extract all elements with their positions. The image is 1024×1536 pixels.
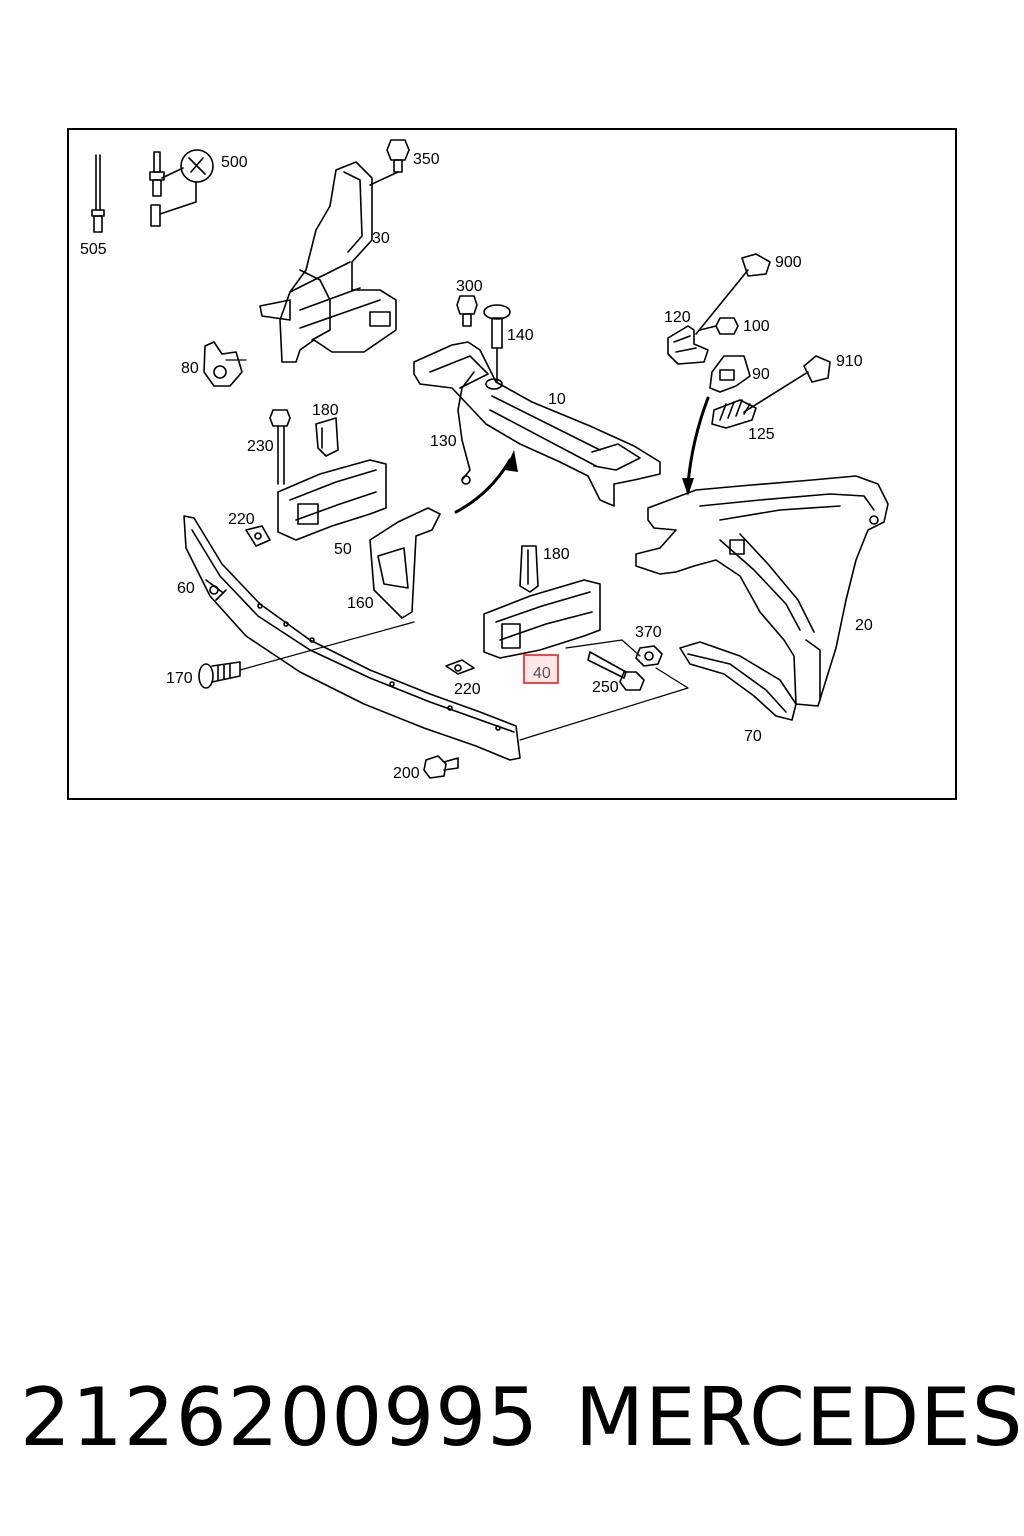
callout-20: 20 — [855, 617, 873, 634]
callout-140: 140 — [507, 327, 534, 344]
part-10-crossmember — [413, 341, 661, 507]
callout-180-lower: 180 — [543, 546, 570, 563]
part-140-bolt — [483, 304, 511, 383]
callout-50: 50 — [334, 541, 352, 558]
callout-90: 90 — [752, 366, 770, 383]
part-900-clip — [695, 253, 771, 335]
part-20-side-frame — [635, 475, 889, 707]
part-number: 2126200995 — [20, 1371, 539, 1464]
part-40-crash-box — [483, 579, 601, 659]
callout-910: 910 — [836, 353, 863, 370]
part-250-bolt — [587, 651, 645, 691]
callout-505: 505 — [80, 241, 107, 258]
arrow-to-crossmember — [454, 458, 512, 514]
part-200-bolt — [423, 755, 459, 779]
callout-180-upper: 180 — [312, 402, 339, 419]
part-60-bumper-beam — [183, 515, 521, 761]
part-100-screw — [699, 317, 739, 335]
callout-900: 900 — [775, 254, 802, 271]
callout-370: 370 — [635, 624, 662, 641]
part-910-clip — [743, 355, 831, 413]
leader-lines — [225, 359, 689, 741]
diagram-frame — [67, 128, 957, 800]
part-170-bolt — [198, 661, 241, 689]
part-50-crash-box — [277, 459, 387, 541]
callout-200: 200 — [393, 765, 420, 782]
callout-350: 350 — [413, 151, 440, 168]
callout-130: 130 — [430, 433, 457, 450]
callout-230: 230 — [247, 438, 274, 455]
part-80-clip — [203, 341, 243, 387]
part-70-side-member — [679, 641, 797, 721]
callout-170: 170 — [166, 670, 193, 687]
callout-160: 160 — [347, 595, 374, 612]
part-505-long-bolt — [91, 154, 105, 233]
callout-500: 500 — [221, 154, 248, 171]
callout-100: 100 — [743, 318, 770, 335]
part-300-bolt — [456, 295, 478, 327]
callout-70: 70 — [744, 728, 762, 745]
part-90-bracket — [709, 355, 751, 393]
exploded-view-drawing: 505 500 350 30 80 300 140 10 120 100 900… — [80, 139, 889, 782]
part-180-bracket-lower — [519, 545, 539, 593]
callout-220-lower: 220 — [454, 681, 481, 698]
callout-40: 40 — [533, 665, 551, 682]
part-230-long-bolt — [269, 409, 291, 485]
callout-120: 120 — [664, 309, 691, 326]
part-130-cable — [457, 371, 475, 485]
callout-250: 250 — [592, 679, 619, 696]
callout-80: 80 — [181, 360, 199, 377]
callout-300: 300 — [456, 278, 483, 295]
part-180-bracket-upper — [315, 417, 339, 457]
brand-name: MERCEDES — [575, 1371, 1024, 1464]
part-370-nut — [635, 645, 663, 667]
callout-labels: 505 500 350 30 80 300 140 10 120 100 900… — [80, 151, 873, 782]
part-220-washer-upper — [245, 525, 271, 547]
highlight-box-40 — [523, 654, 559, 684]
part-footer: 2126200995 MERCEDES — [20, 1368, 1023, 1478]
part-220-washer-lower — [445, 659, 475, 675]
arrow-to-frame — [686, 396, 710, 486]
callout-30: 30 — [372, 230, 390, 247]
part-350-bolt — [369, 139, 410, 186]
part-160-bracket — [369, 507, 441, 619]
callout-60: 60 — [177, 580, 195, 597]
part-120-bracket — [667, 325, 709, 365]
callout-10: 10 — [548, 391, 566, 408]
callout-125: 125 — [748, 426, 775, 443]
part-500-studs — [149, 149, 214, 227]
part-30-bracket — [259, 161, 397, 363]
callout-220-upper: 220 — [228, 511, 255, 528]
part-125-grille — [711, 399, 757, 429]
